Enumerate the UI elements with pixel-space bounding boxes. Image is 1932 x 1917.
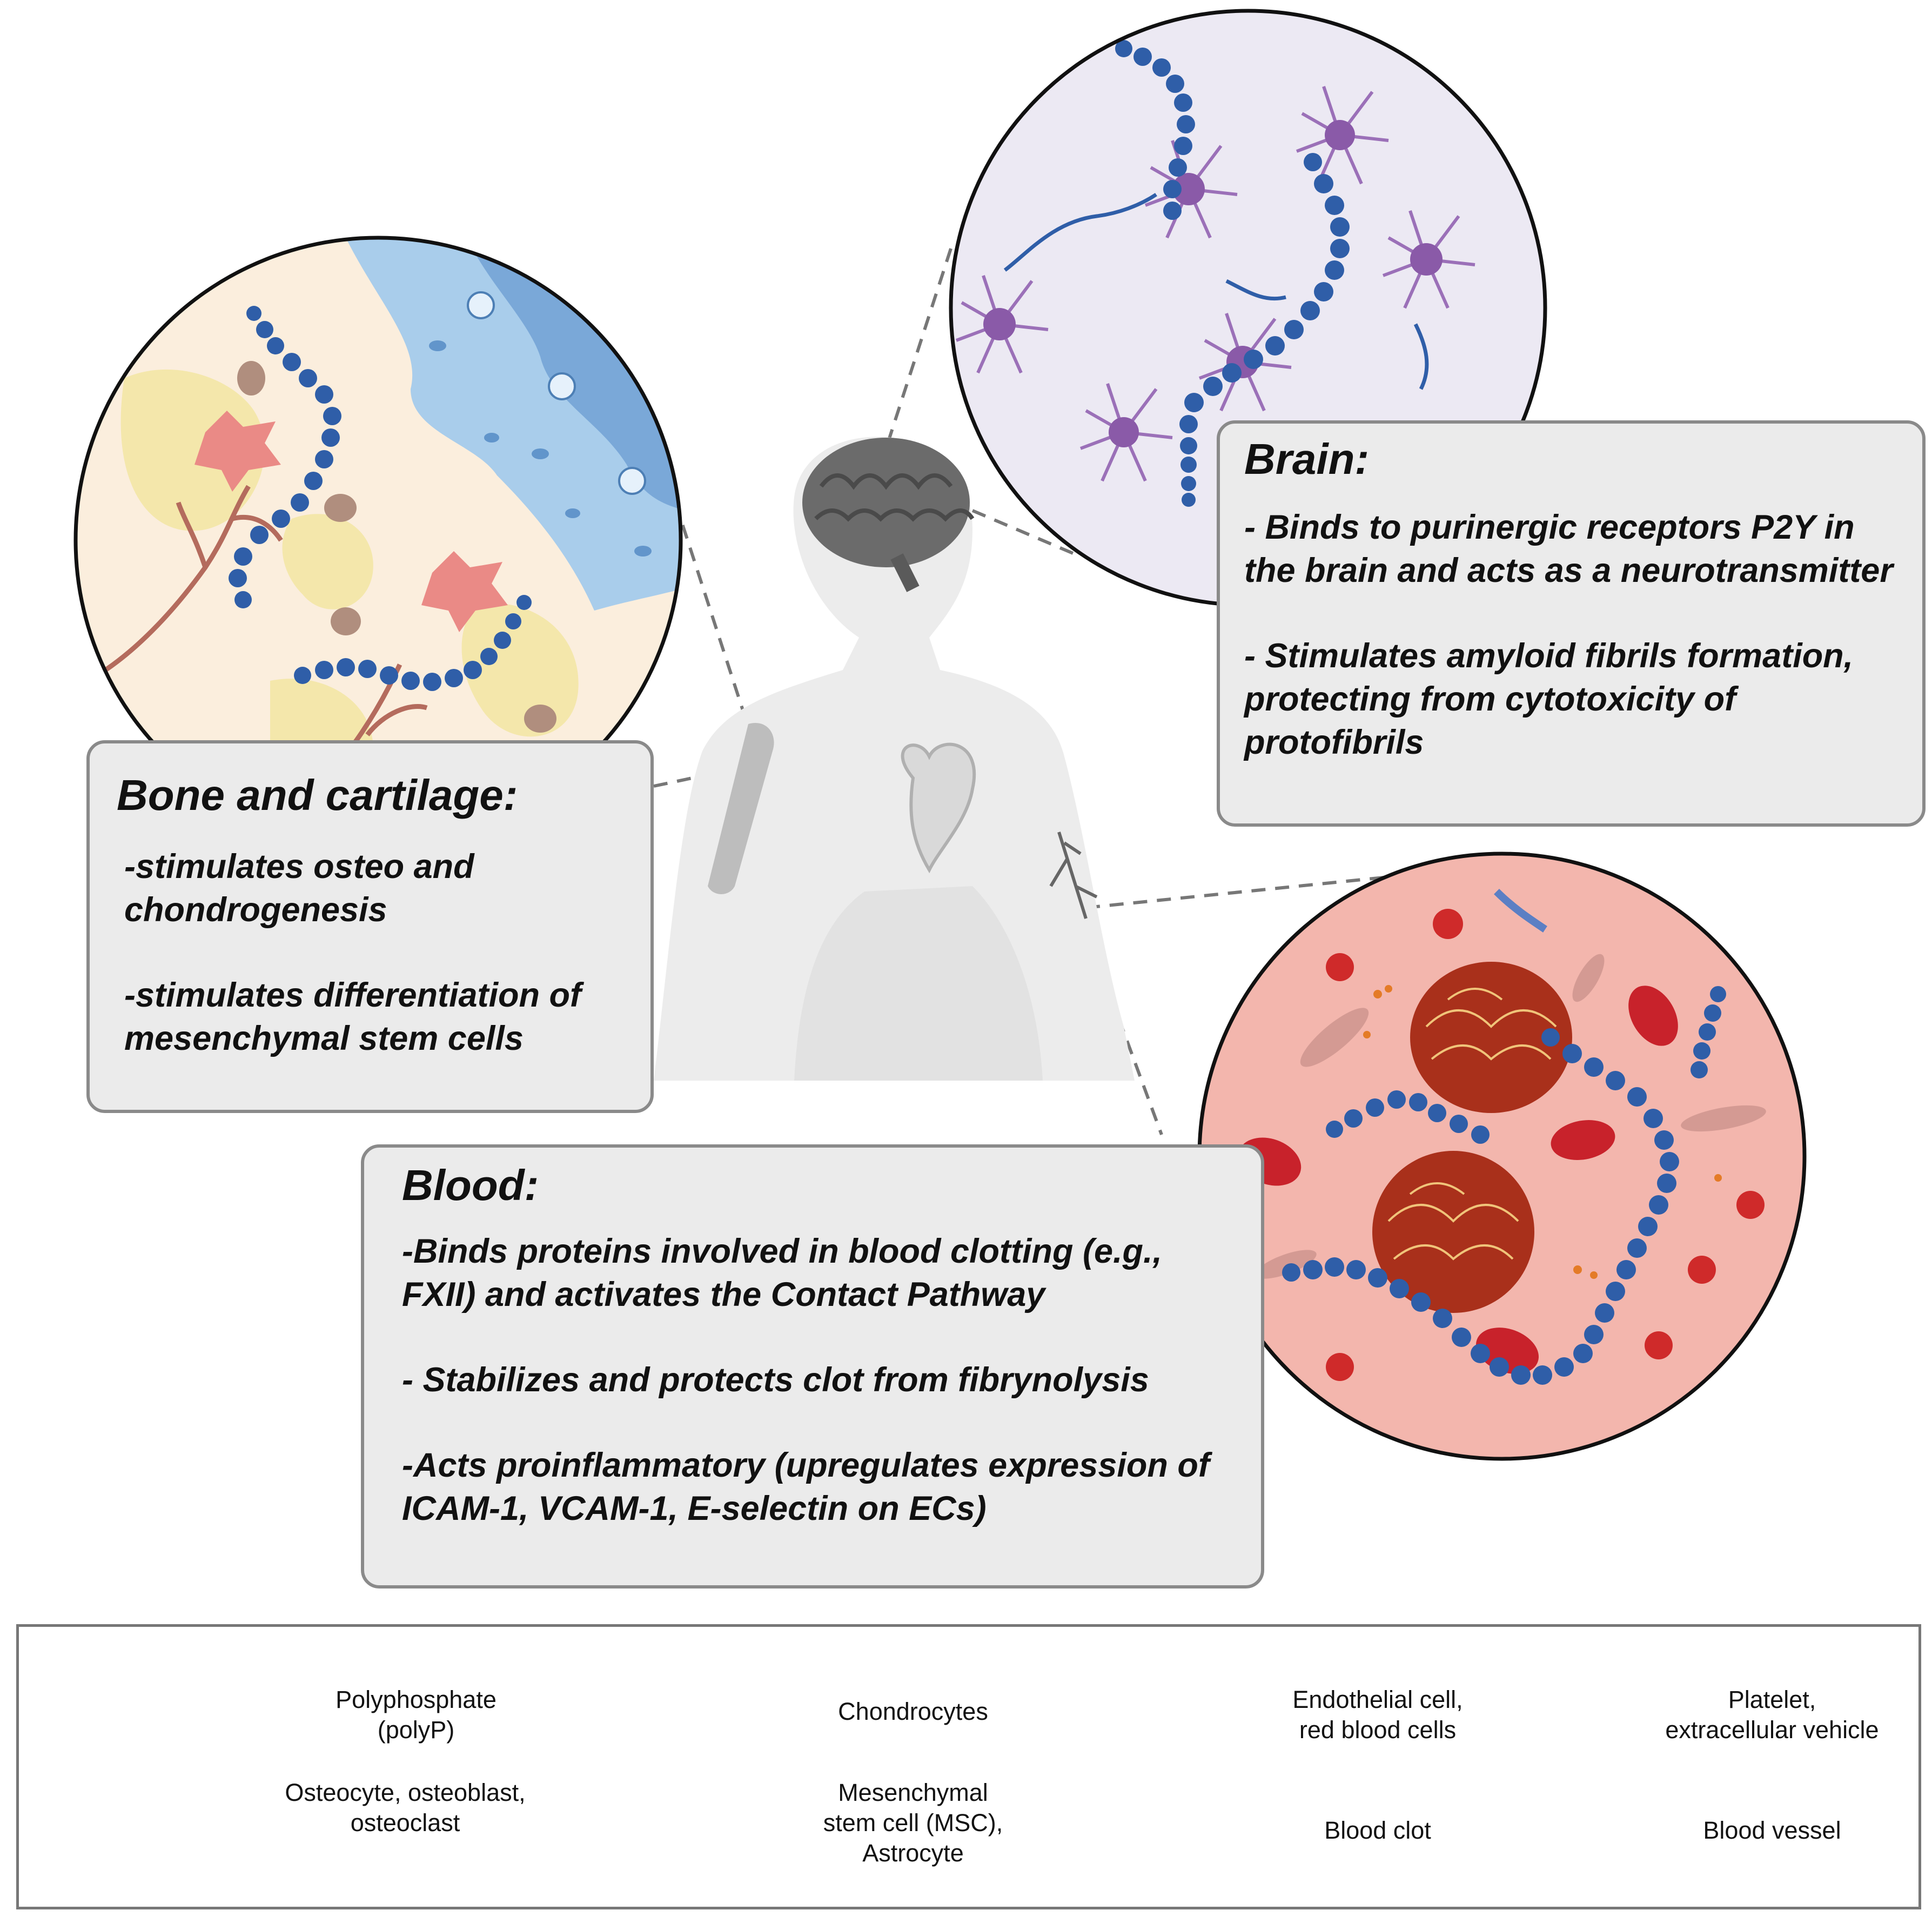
blood-panel-title: Blood: [402, 1161, 539, 1209]
brain-organ [802, 438, 975, 592]
legend-label-chondrocytes: Chondrocytes [838, 1698, 988, 1725]
legend-label-blood-vessel: Blood vessel [1703, 1817, 1841, 1844]
blood-circle [1199, 854, 1804, 1459]
brain-panel-title: Brain: [1244, 435, 1370, 483]
blood-panel-item-2: - Stabilizes and protects clot from fibr… [402, 1361, 1149, 1399]
legend-label-platelet-ev: Platelet, extracellular vehicle [1665, 1686, 1879, 1744]
bone-panel-item-2: -stimulates differentiation of mesenchym… [124, 976, 581, 1057]
legend-label-osteo: Osteocyte, osteoblast, osteoclast [285, 1779, 526, 1836]
blood-panel: Blood: -Binds proteins involved in blood… [361, 1144, 1264, 1588]
heart-organ [901, 742, 976, 874]
legend-label-blood-clot: Blood clot [1324, 1817, 1431, 1844]
arm-vessel [1049, 832, 1098, 919]
bone-cartilage-panel: Bone and cartilage: -stimulates osteo an… [86, 740, 654, 1113]
legend-label-msc-astrocyte: Mesenchymal stem cell (MSC), Astrocyte [823, 1779, 1003, 1867]
legend-label-endothelial-rbc: Endothelial cell, red blood cells [1292, 1686, 1463, 1744]
human-body [654, 437, 1135, 1081]
brain-panel: Brain: - Binds to purinergic receptors P… [1217, 420, 1926, 827]
legend-label-polyp: Polyphosphate (polyP) [336, 1686, 497, 1744]
bone-panel-title: Bone and cartilage: [117, 771, 518, 819]
brain-panel-item-2: - Stimulates amyloid fibrils formation, … [1244, 637, 1854, 761]
blood-panel-item-3: -Acts proinflammatory (upregulates expre… [402, 1446, 1210, 1527]
humerus-bone [708, 723, 774, 894]
blood-panel-item-1: -Binds proteins involved in blood clotti… [402, 1232, 1162, 1313]
legend [16, 1624, 1921, 1909]
brain-panel-item-1: - Binds to purinergic receptors P2Y in t… [1244, 508, 1893, 589]
blood-clot [1372, 962, 1572, 1313]
bone-panel-item-1: -stimulates osteo and chondrogenesis [124, 848, 474, 929]
